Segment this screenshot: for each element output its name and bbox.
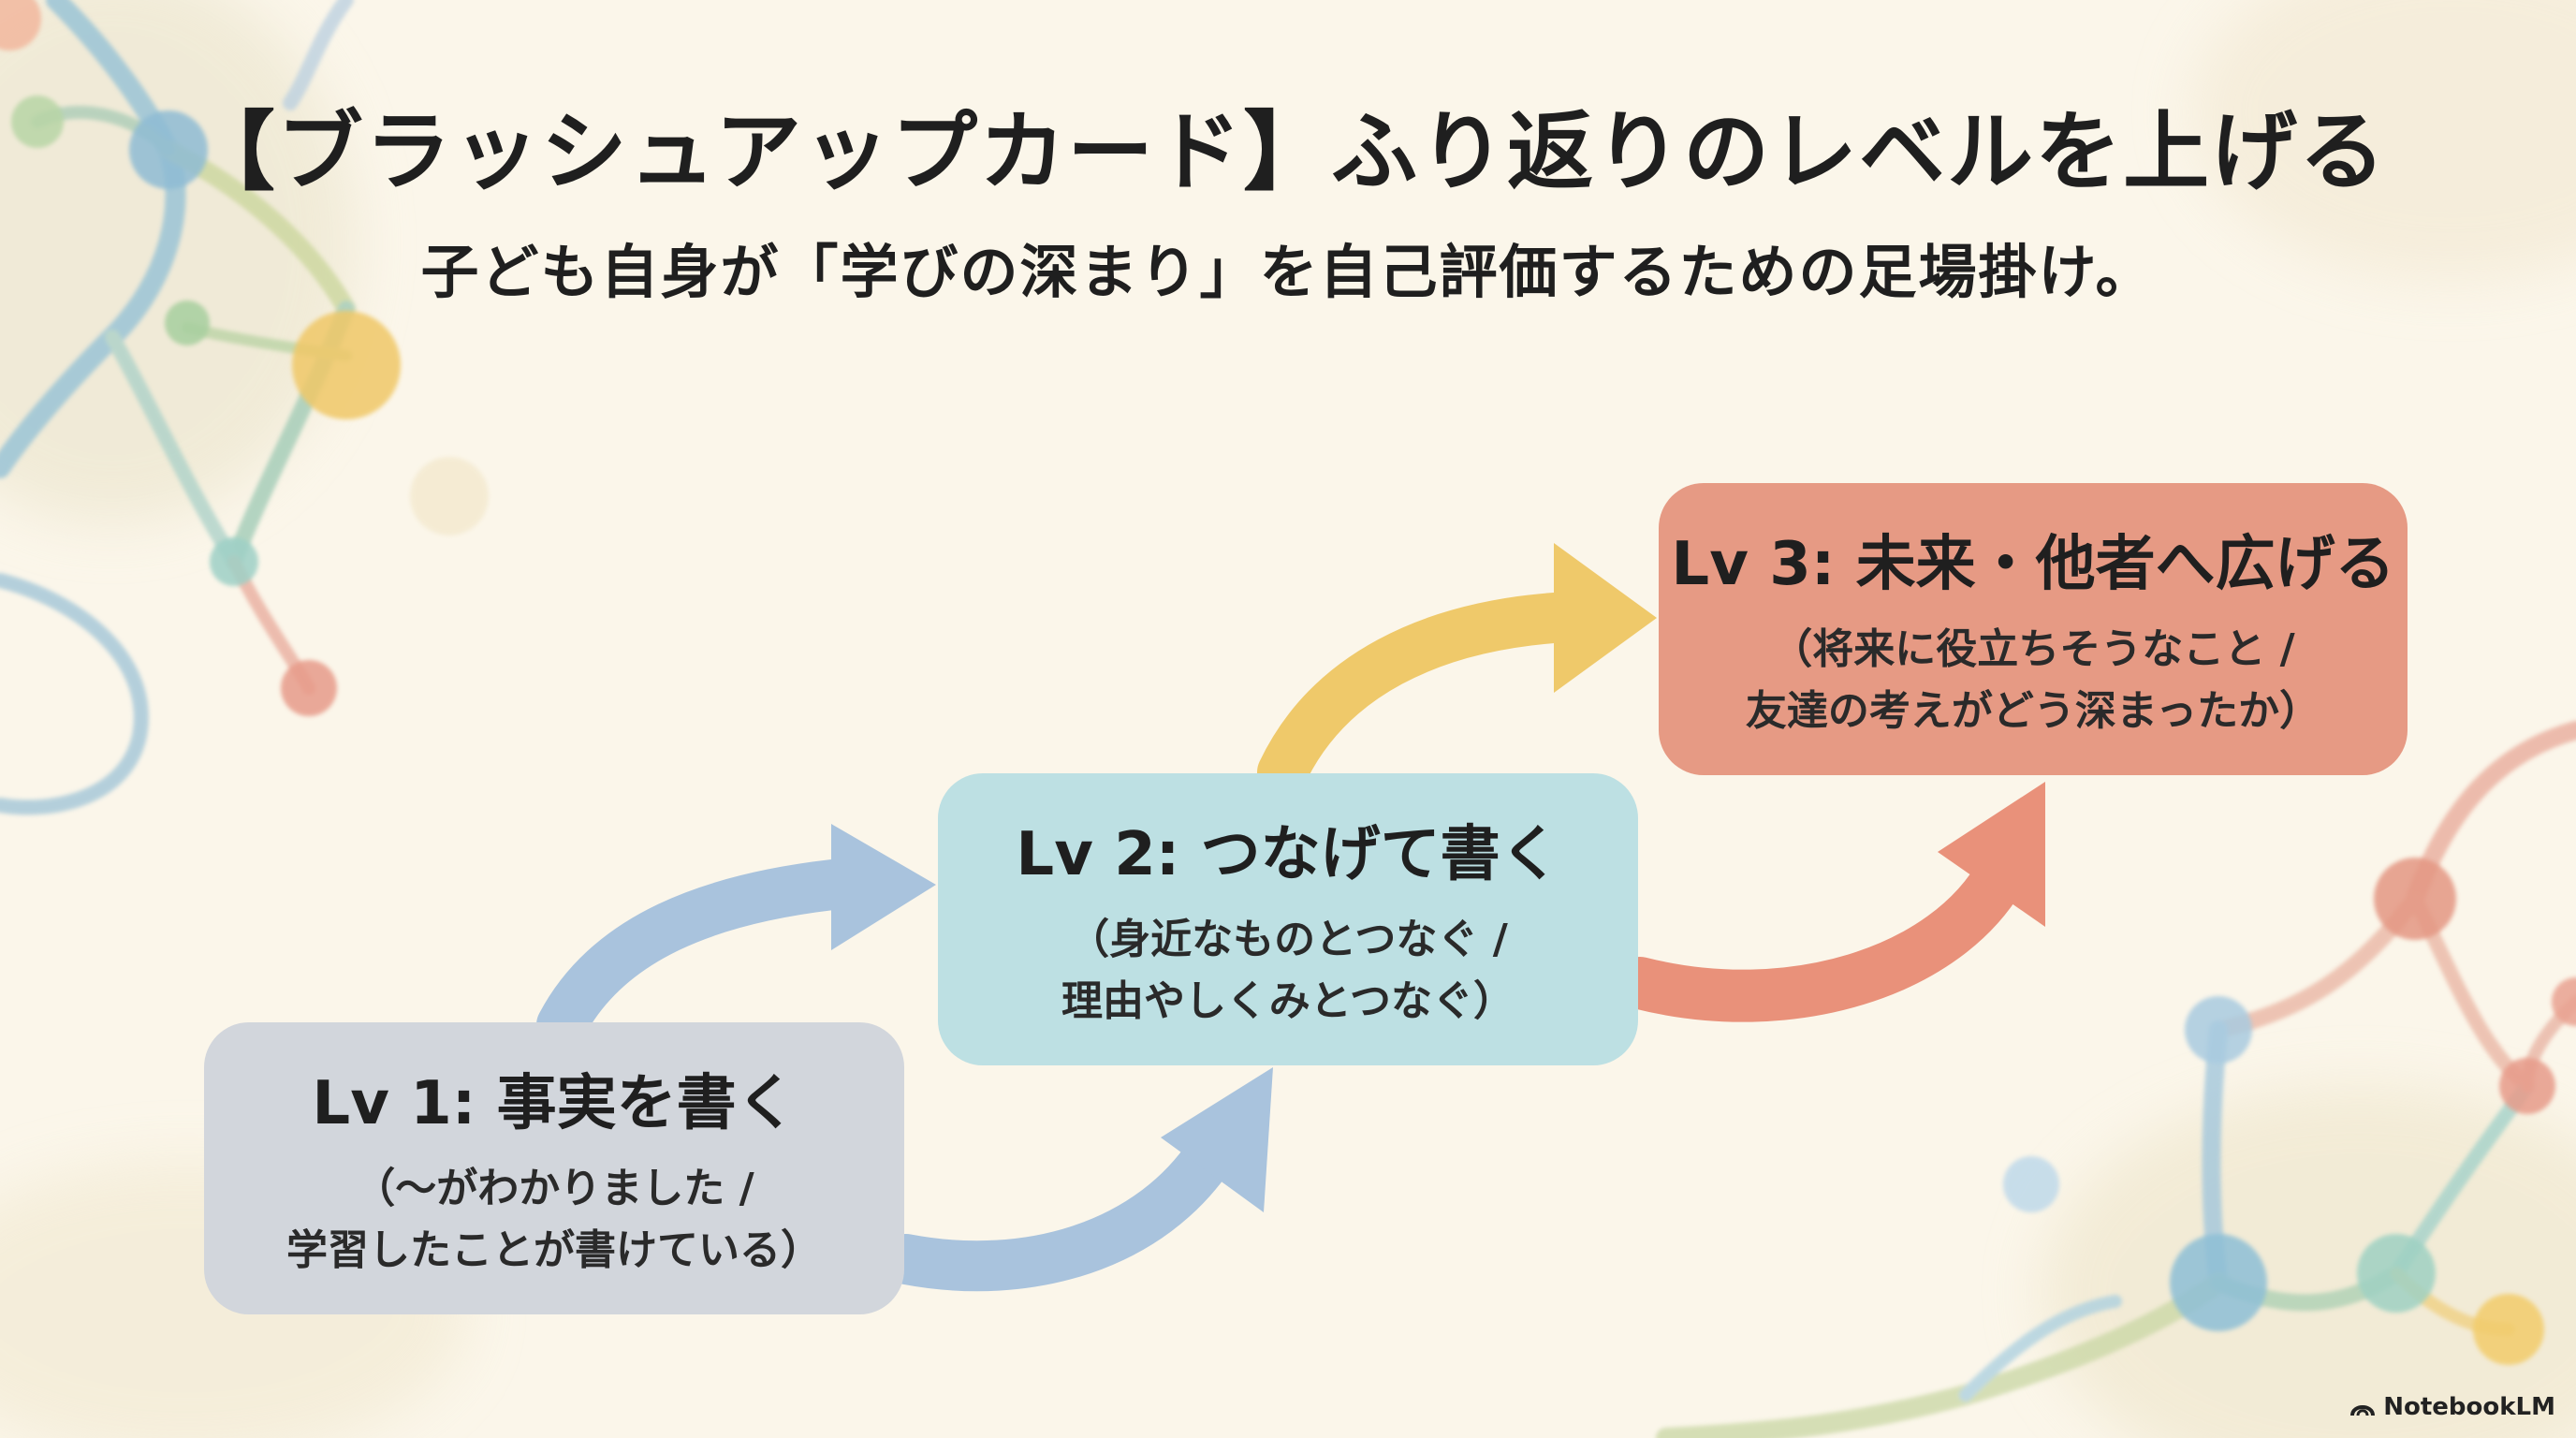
arrow-lv1-to-lv2-head xyxy=(831,824,936,950)
arrow-lv2-to-lv3-head xyxy=(1554,543,1657,693)
level-3-desc-line2: 友達の考えがどう深まったか） xyxy=(1745,687,2321,735)
level-3-title: Lv 3: 未来・他者へ広げる xyxy=(1671,530,2395,599)
level-3-desc-line1: （将来に役立ちそうなこと / xyxy=(1771,625,2295,673)
arrow-lv2-to-lv3 xyxy=(1257,593,1579,798)
notebooklm-logo: NotebookLM xyxy=(2349,1393,2555,1421)
arrow-lv1-to-lv2-lower-head xyxy=(1161,1067,1273,1212)
flow-arrows xyxy=(536,543,2045,1292)
level-2-desc-line2: 理由やしくみとつなぐ） xyxy=(1061,977,1515,1025)
level-2-card: Lv 2: つなげて書く （身近なものとつなぐ / 理由やしくみとつなぐ） xyxy=(938,773,1638,1065)
level-1-title: Lv 1: 事実を書く xyxy=(312,1069,797,1138)
notebooklm-logo-text: NotebookLM xyxy=(2383,1393,2555,1421)
level-2-desc-line1: （身近なものとつなぐ / xyxy=(1068,916,1508,963)
level-3-card: Lv 3: 未来・他者へ広げる （将来に役立ちそうなこと / 友達の考えがどう深… xyxy=(1659,483,2408,775)
arrow-lv2-to-lv3-lower-head xyxy=(1938,782,2045,927)
arrow-lv2-to-lv3-lower xyxy=(1614,844,2029,1022)
level-1-desc-line1: （〜がわかりました / xyxy=(354,1165,754,1212)
level-1-card: Lv 1: 事実を書く （〜がわかりました / 学習したことが書けている） xyxy=(204,1022,904,1314)
arrow-lv1-to-lv2-lower xyxy=(881,1126,1237,1292)
notebooklm-logo-icon xyxy=(2350,1405,2376,1416)
page-title: 【ブラッシュアップカード】ふり返りのレベルを上げる xyxy=(188,102,2388,202)
page-subtitle: 子ども自身が「学びの深まり」を自己評価するための足場掛け。 xyxy=(420,238,2156,306)
level-1-desc-line2: 学習したことが書けている） xyxy=(286,1226,822,1274)
arrow-lv1-to-lv2 xyxy=(536,859,858,1050)
level-2-title: Lv 2: つなげて書く xyxy=(1016,820,1560,889)
